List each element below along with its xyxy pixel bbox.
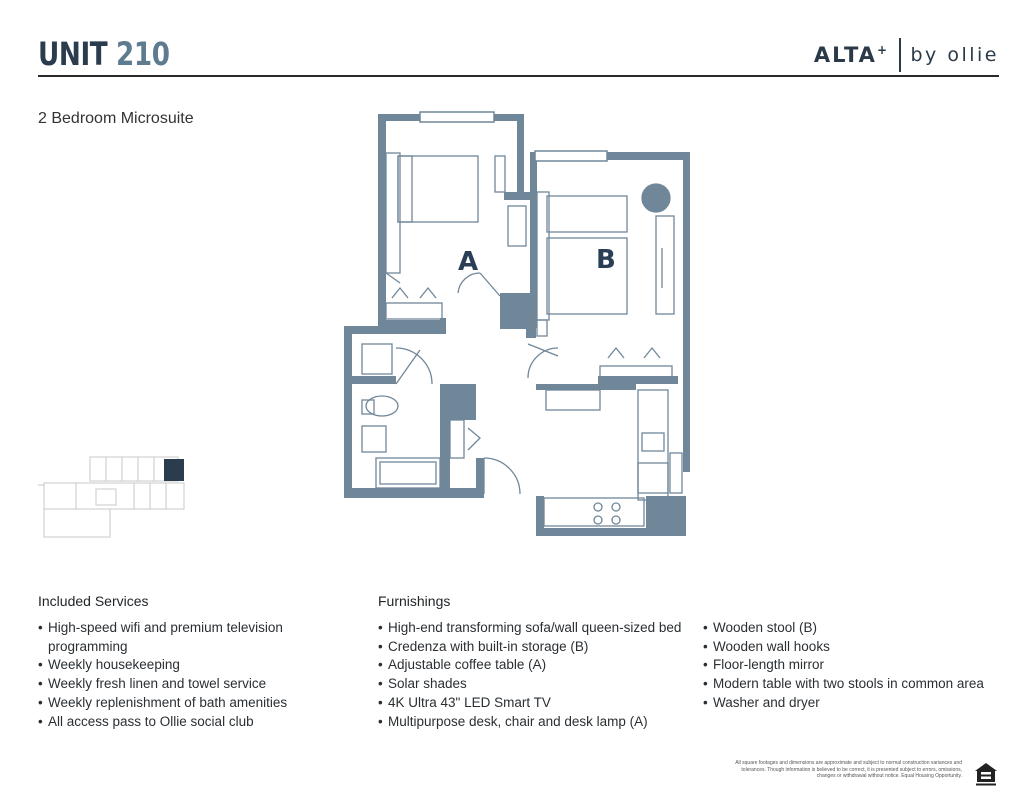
- list-item: Adjustable coffee table (A): [378, 656, 700, 675]
- brand-name: ALTA+: [813, 43, 887, 67]
- list-item: Weekly replenishment of bath amenities: [38, 694, 308, 713]
- list-item: Wooden wall hooks: [703, 638, 1003, 657]
- floor-plan: A B: [344, 111, 690, 536]
- list-item: Weekly housekeeping: [38, 656, 308, 675]
- list-item: High-end transforming sofa/wall queen-si…: [378, 619, 700, 638]
- unit-number: 210: [116, 35, 170, 73]
- included-services-heading: Included Services: [38, 593, 149, 609]
- list-item: Washer and dryer: [703, 694, 1003, 713]
- key-plan-icon: [38, 456, 185, 538]
- list-item: All access pass to Ollie social club: [38, 713, 308, 732]
- unit-label: UNIT: [38, 35, 108, 73]
- list-item: Modern table with two stools in common a…: [703, 675, 1003, 694]
- list-item: Weekly fresh linen and towel service: [38, 675, 308, 694]
- header-rule: [38, 75, 999, 77]
- list-item: High-speed wifi and premium television p…: [38, 619, 308, 656]
- list-item: Multipurpose desk, chair and desk lamp (…: [378, 713, 700, 732]
- furnishings-heading: Furnishings: [378, 593, 451, 609]
- brand-byline: by ollie: [910, 44, 999, 66]
- furnishings-list-col2: Wooden stool (B) Wooden wall hooks Floor…: [703, 619, 1003, 713]
- list-item: Wooden stool (B): [703, 619, 1003, 638]
- disclaimer: All square footages and dimensions are a…: [735, 760, 962, 779]
- list-item: 4K Ultra 43" LED Smart TV: [378, 694, 700, 713]
- unit-title: UNIT 210: [38, 34, 170, 74]
- brand-divider: [899, 38, 901, 72]
- list-item: Floor-length mirror: [703, 656, 1003, 675]
- list-item: Solar shades: [378, 675, 700, 694]
- included-services-list: High-speed wifi and premium television p…: [38, 619, 308, 731]
- brand-logo: ALTA+ by ollie: [814, 38, 999, 72]
- furnishings-list-col1: High-end transforming sofa/wall queen-si…: [378, 619, 700, 731]
- list-item: Credenza with built-in storage (B): [378, 638, 700, 657]
- equal-housing-icon: [975, 763, 997, 786]
- unit-type: 2 Bedroom Microsuite: [38, 110, 194, 127]
- room-b-label: B: [596, 245, 616, 275]
- room-a-label: A: [458, 247, 478, 277]
